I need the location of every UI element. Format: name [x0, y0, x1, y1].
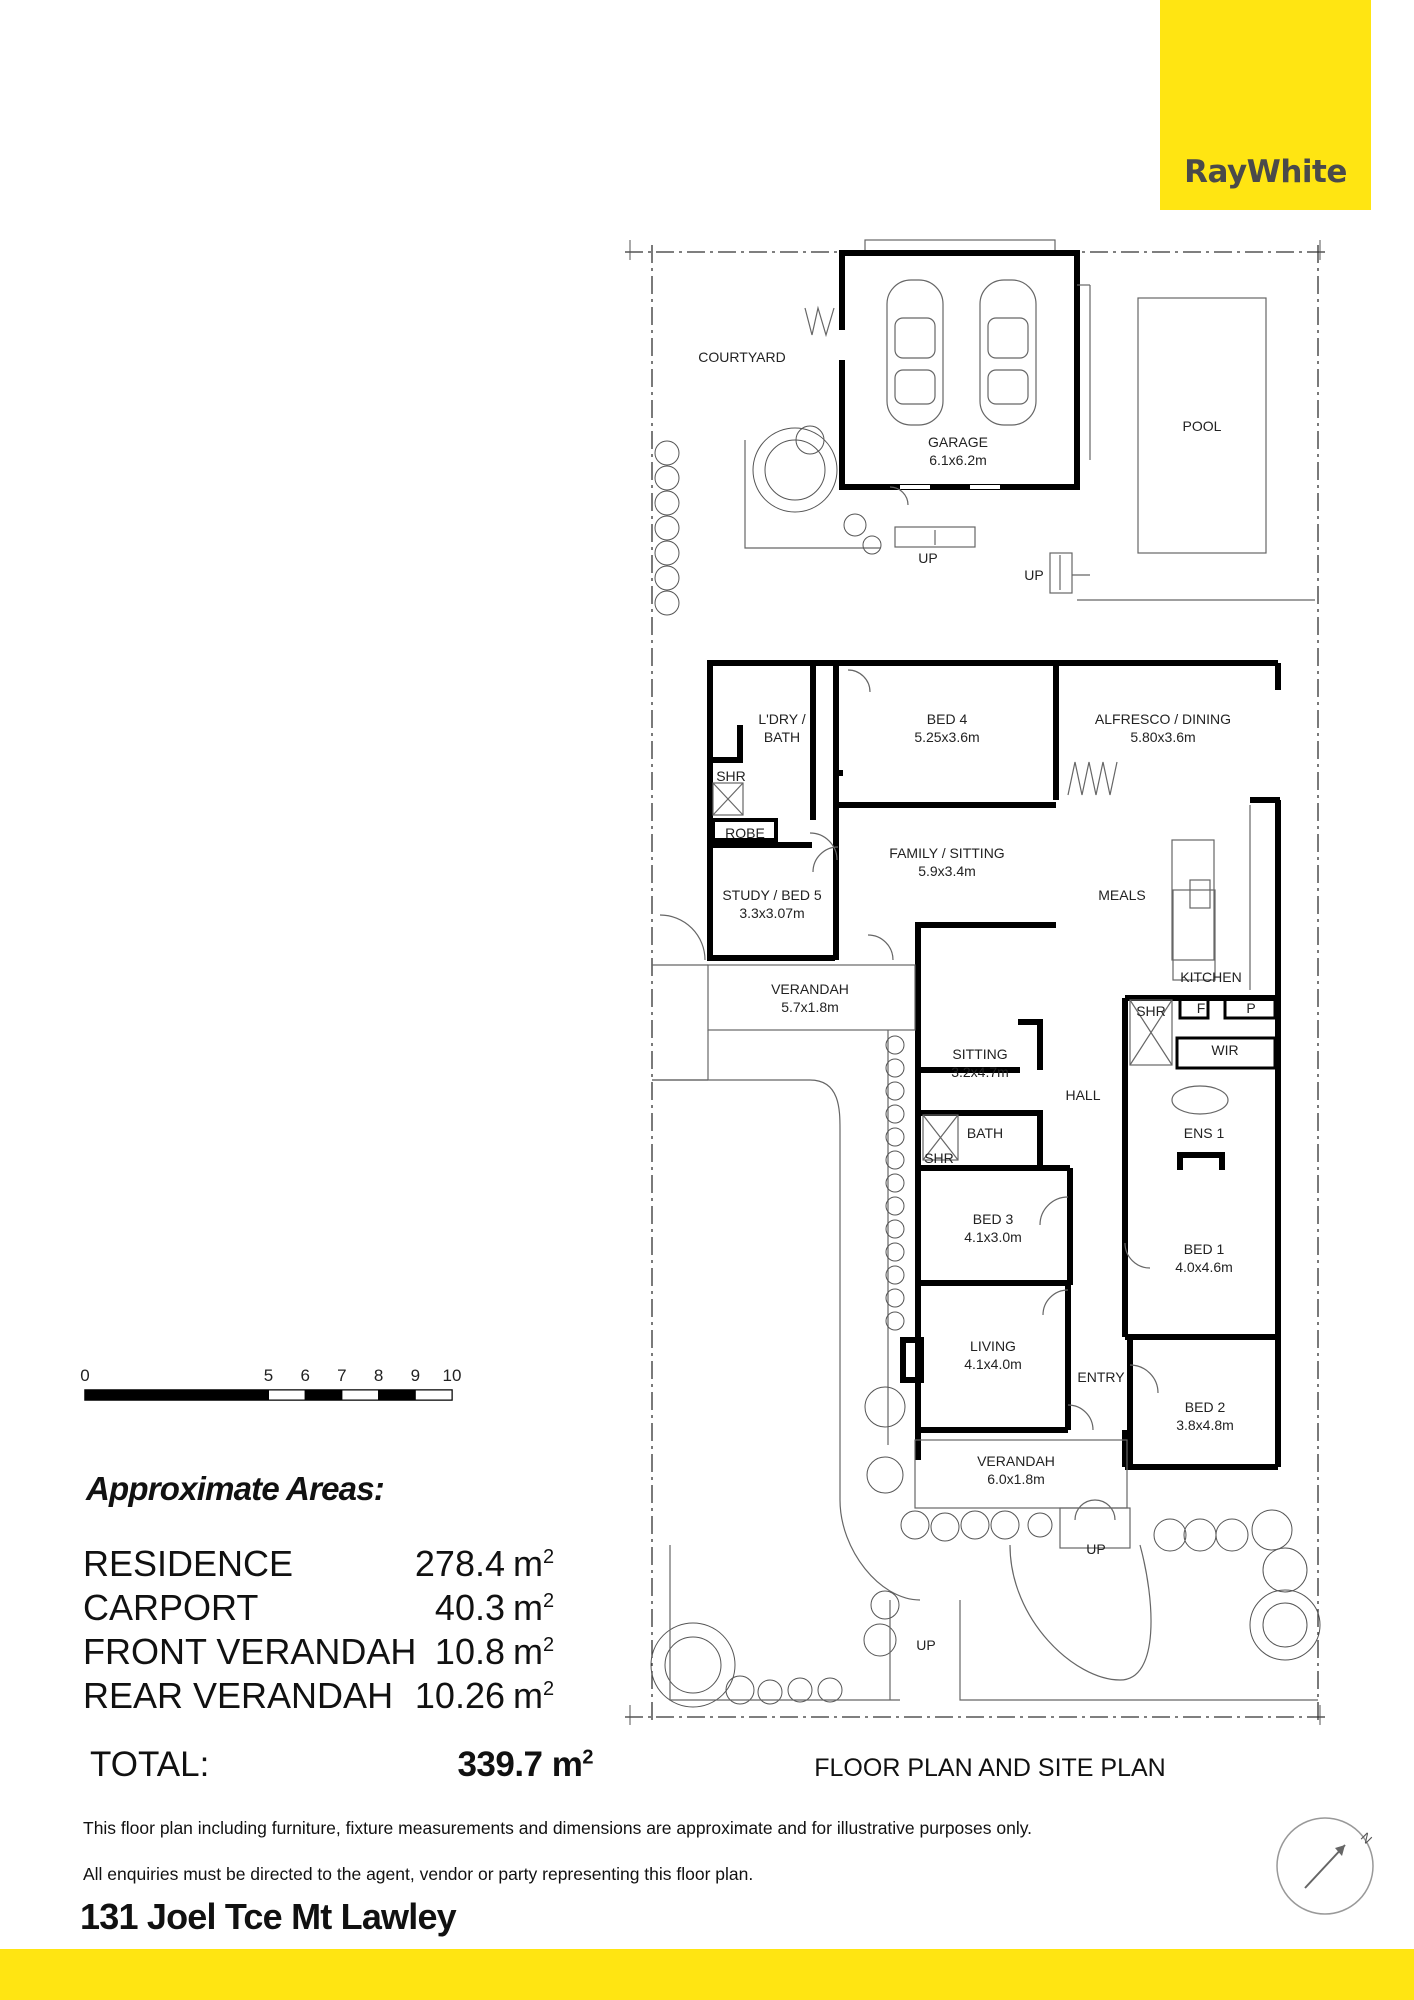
kitchen-label: KITCHEN: [1180, 969, 1241, 985]
entry-label: ENTRY: [1077, 1369, 1125, 1385]
living-label: LIVING: [970, 1338, 1016, 1354]
scale-bar-segment: [84, 1389, 269, 1401]
area-row: CARPORT 40.3 m2: [83, 1587, 593, 1631]
compass-north-label: N: [1358, 1830, 1375, 1847]
scale-bar-label: 7: [337, 1366, 346, 1385]
shower-label: SHR: [1136, 1003, 1166, 1019]
room-labels: COURTYARD GARAGE 6.1x6.2m POOL UP UP L'D…: [698, 349, 1255, 1782]
areas-heading: Approximate Areas:: [86, 1470, 385, 1507]
bed4-label: BED 4: [927, 711, 968, 727]
alfresco-dimensions: 5.80x3.6m: [1130, 729, 1195, 745]
pool: [1049, 297, 1315, 601]
up-label: UP: [916, 1637, 935, 1653]
area-value: 40.3: [434, 1587, 505, 1628]
total-value: 339.7 m2: [457, 1745, 593, 1784]
scale-bar-label: 6: [300, 1366, 309, 1385]
bed1-label: BED 1: [1184, 1241, 1225, 1257]
area-unit: m2: [513, 1543, 555, 1584]
sitting-label: SITTING: [952, 1046, 1007, 1062]
scale-bar-segment: [268, 1389, 306, 1401]
shower-label: SHR: [716, 768, 746, 784]
area-value: 10.26: [414, 1675, 505, 1716]
area-value: 278.4: [414, 1543, 505, 1584]
courtyard-label: COURTYARD: [698, 349, 785, 365]
logo-text: RayWhite: [1184, 154, 1347, 190]
bed2-dimensions: 3.8x4.8m: [1176, 1417, 1234, 1433]
family-label: FAMILY / SITTING: [889, 845, 1004, 861]
area-unit: m2: [513, 1675, 555, 1716]
study-label: STUDY / BED 5: [722, 887, 822, 903]
living-dimensions: 4.1x4.0m: [964, 1356, 1022, 1372]
up-label: UP: [1024, 567, 1043, 583]
area-unit: m2: [513, 1631, 555, 1672]
compass-icon: N: [1276, 1817, 1375, 1915]
meals-label: MEALS: [1098, 887, 1145, 903]
enquiries-note: All enquiries must be directed to the ag…: [83, 1864, 754, 1884]
car-icon: [886, 279, 944, 426]
garage-dimensions: 6.1x6.2m: [929, 452, 987, 468]
scale-bar-label: 10: [443, 1366, 462, 1385]
shower-label: SHR: [924, 1150, 954, 1166]
sitting-dimensions: 3.2x4.7m: [951, 1064, 1009, 1080]
area-name: RESIDENCE: [83, 1543, 294, 1584]
bed2-label: BED 2: [1185, 1399, 1226, 1415]
ensuite-label: ENS 1: [1184, 1125, 1225, 1141]
robe-label: ROBE: [725, 825, 765, 841]
area-row: RESIDENCE 278.4 m2: [83, 1543, 593, 1587]
house-walls: [652, 660, 1281, 1509]
laundry-bath-label: BATH: [764, 729, 800, 745]
area-row: FRONT VERANDAH 10.8 m2: [83, 1631, 593, 1675]
scale-bar-segment: [378, 1389, 416, 1401]
front-garden: [650, 1030, 1321, 1708]
bed4-dimensions: 5.25x3.6m: [914, 729, 979, 745]
area-value: 10.8: [434, 1631, 505, 1672]
fridge-label: F: [1197, 1000, 1206, 1016]
alfresco-label: ALFRESCO / DINING: [1095, 711, 1231, 727]
laundry-label: L'DRY /: [758, 711, 805, 727]
pantry-label: P: [1246, 1000, 1255, 1016]
up-label: UP: [1086, 1541, 1105, 1557]
bed3-label: BED 3: [973, 1211, 1014, 1227]
scale-bar-label: 8: [374, 1366, 383, 1385]
garage-label: GARAGE: [928, 434, 988, 450]
bed3-dimensions: 4.1x3.0m: [964, 1229, 1022, 1245]
area-row: REAR VERANDAH 10.26 m2: [83, 1675, 593, 1719]
hall-label: HALL: [1065, 1087, 1100, 1103]
disclaimer-note: This floor plan including furniture, fix…: [83, 1818, 1033, 1838]
plan-title: FLOOR PLAN AND SITE PLAN: [814, 1754, 1166, 1782]
scale-bar-label: 0: [80, 1366, 89, 1385]
scale-bar-segment: [414, 1389, 453, 1401]
area-unit: m2: [513, 1587, 555, 1628]
up-label: UP: [918, 550, 937, 566]
area-name: REAR VERANDAH: [83, 1675, 394, 1716]
bath-label: BATH: [967, 1125, 1003, 1141]
scale-bar-segment: [341, 1389, 380, 1401]
total-row: TOTAL: 339.7 m2: [90, 1745, 593, 1789]
car-icon: [979, 279, 1037, 426]
scale-bar-label: 9: [411, 1366, 420, 1385]
rear-verandah-dimensions: 5.7x1.8m: [781, 999, 839, 1015]
bottom-brand-bar: [0, 1949, 1414, 2000]
wir-label: WIR: [1211, 1042, 1238, 1058]
courtyard-garden: [654, 425, 882, 616]
pool-label: POOL: [1183, 418, 1222, 434]
bed1-dimensions: 4.0x4.6m: [1175, 1259, 1233, 1275]
rear-verandah-label: VERANDAH: [771, 981, 849, 997]
ray-white-logo: RayWhite: [1160, 0, 1371, 210]
floor-plan-drawing: COURTYARD GARAGE 6.1x6.2m POOL UP UP L'D…: [80, 239, 1375, 1915]
total-label: TOTAL:: [90, 1745, 210, 1784]
front-verandah-label: VERANDAH: [977, 1453, 1055, 1469]
garage: [804, 239, 1091, 548]
area-name: FRONT VERANDAH: [83, 1631, 417, 1672]
scale-bar-segment: [304, 1389, 343, 1401]
scale-bar-label: 5: [264, 1366, 273, 1385]
area-name: CARPORT: [83, 1587, 259, 1628]
study-dimensions: 3.3x3.07m: [739, 905, 804, 921]
property-address: 131 Joel Tce Mt Lawley: [80, 1896, 457, 1937]
front-verandah-dimensions: 6.0x1.8m: [987, 1471, 1045, 1487]
scale-bar: 0 5 6 7 8 9 10: [80, 1366, 462, 1401]
family-dimensions: 5.9x3.4m: [918, 863, 976, 879]
